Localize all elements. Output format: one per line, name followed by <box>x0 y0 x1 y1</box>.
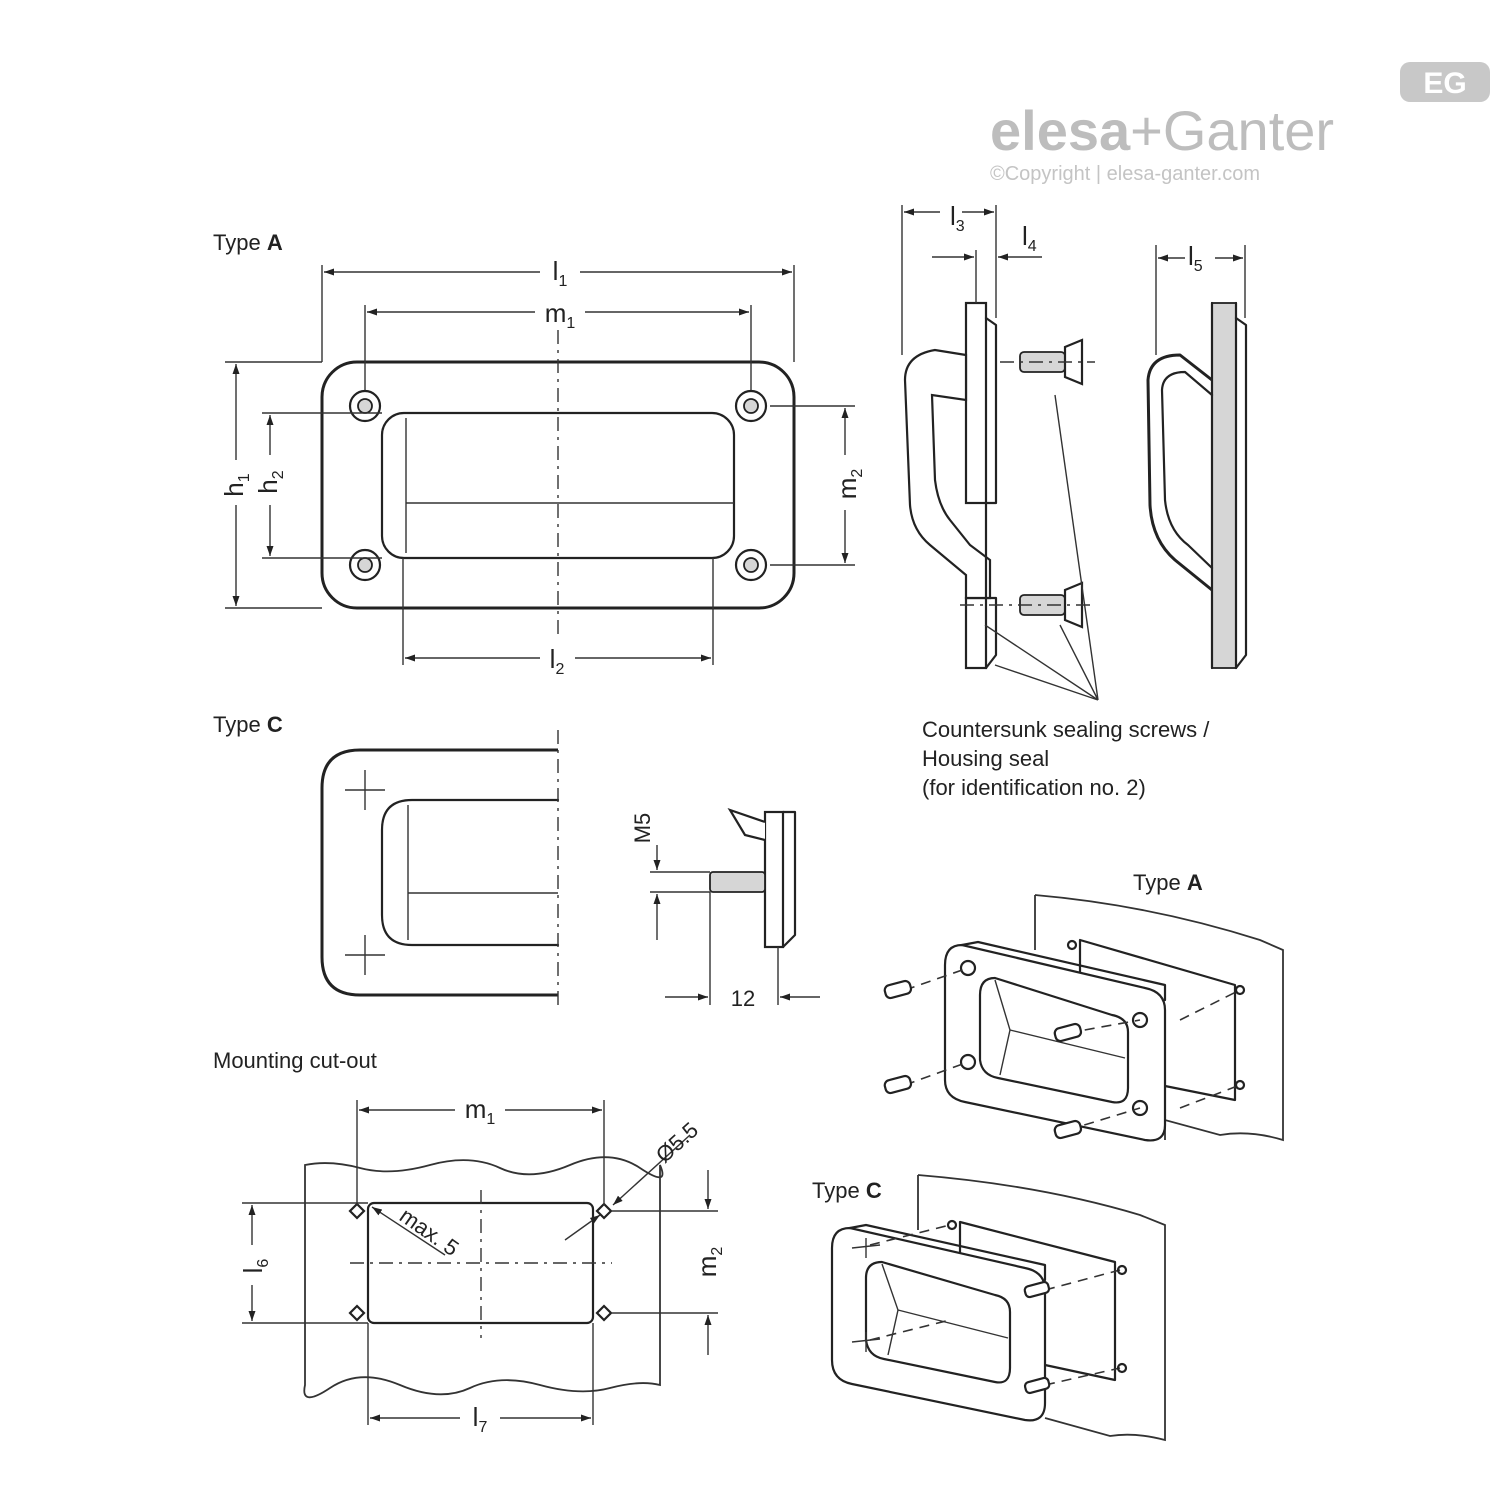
mounting-cutout-view <box>242 1100 718 1425</box>
dim-h1: h1 <box>219 473 253 496</box>
iso-type-c-label: Type C <box>812 1178 882 1203</box>
iso-screw <box>883 979 913 1000</box>
screws-note-line1: Countersunk sealing screws / <box>922 717 1210 742</box>
dim-cut-l7: l7 <box>473 1402 488 1436</box>
eg-badge-text: EG <box>1423 67 1466 100</box>
type-c-label: Type C <box>213 712 283 737</box>
dim-l4: l4 <box>1022 221 1037 255</box>
iso-screw <box>1053 1022 1083 1043</box>
iso-screw <box>883 1074 913 1095</box>
brand-logo: EG elesa+Ganter ©Copyright | elesa-gante… <box>990 62 1490 185</box>
dim-l5: l5 <box>1188 241 1203 275</box>
dim-m2: m2 <box>832 469 866 500</box>
iso-type-a-label: Type A <box>1133 870 1203 895</box>
type-a-isometric-view <box>883 894 1284 1142</box>
dim-m1: m1 <box>545 298 576 332</box>
dim-cut-l6: l6 <box>238 1259 272 1274</box>
mounting-hole <box>348 1304 366 1322</box>
type-c-front-view <box>320 730 560 1010</box>
iso-screw <box>1053 1119 1083 1140</box>
screws-note-line2: Housing seal <box>922 746 1049 771</box>
type-a-front-view <box>225 265 855 665</box>
mounting-hole <box>595 1304 613 1322</box>
dim-12: 12 <box>731 986 755 1011</box>
dim-h2: h2 <box>253 470 287 493</box>
dim-l3: l3 <box>950 201 965 235</box>
brand-name-elesa: elesa+Ganter <box>990 99 1334 162</box>
type-a-label: Type A <box>213 230 283 255</box>
copyright-text: ©Copyright | elesa-ganter.com <box>990 163 1260 185</box>
dim-m5: M5 <box>630 813 655 844</box>
type-a-side-view <box>901 205 1099 701</box>
eg-badge <box>1400 62 1490 102</box>
mounting-hole <box>348 1202 366 1220</box>
sealing-screw-bottom <box>960 581 1095 629</box>
type-c-side-view <box>650 807 820 1005</box>
mounting-cutout-label: Mounting cut-out <box>213 1048 377 1073</box>
dim-cut-m1: m1 <box>465 1094 496 1128</box>
dim-hole-diameter: Ø5.5 <box>651 1117 703 1167</box>
dim-corner-radius: max. 5 <box>395 1203 463 1261</box>
dim-l1: l1 <box>553 256 568 290</box>
type-a-section-view <box>1146 245 1248 670</box>
type-c-isometric-view <box>830 1174 1166 1442</box>
dim-cut-m2: m2 <box>692 1247 726 1278</box>
screws-note-line3: (for identification no. 2) <box>922 775 1146 800</box>
dim-l2: l2 <box>550 644 565 678</box>
sealing-screw-top <box>1000 338 1095 386</box>
mounting-hole <box>595 1202 613 1220</box>
